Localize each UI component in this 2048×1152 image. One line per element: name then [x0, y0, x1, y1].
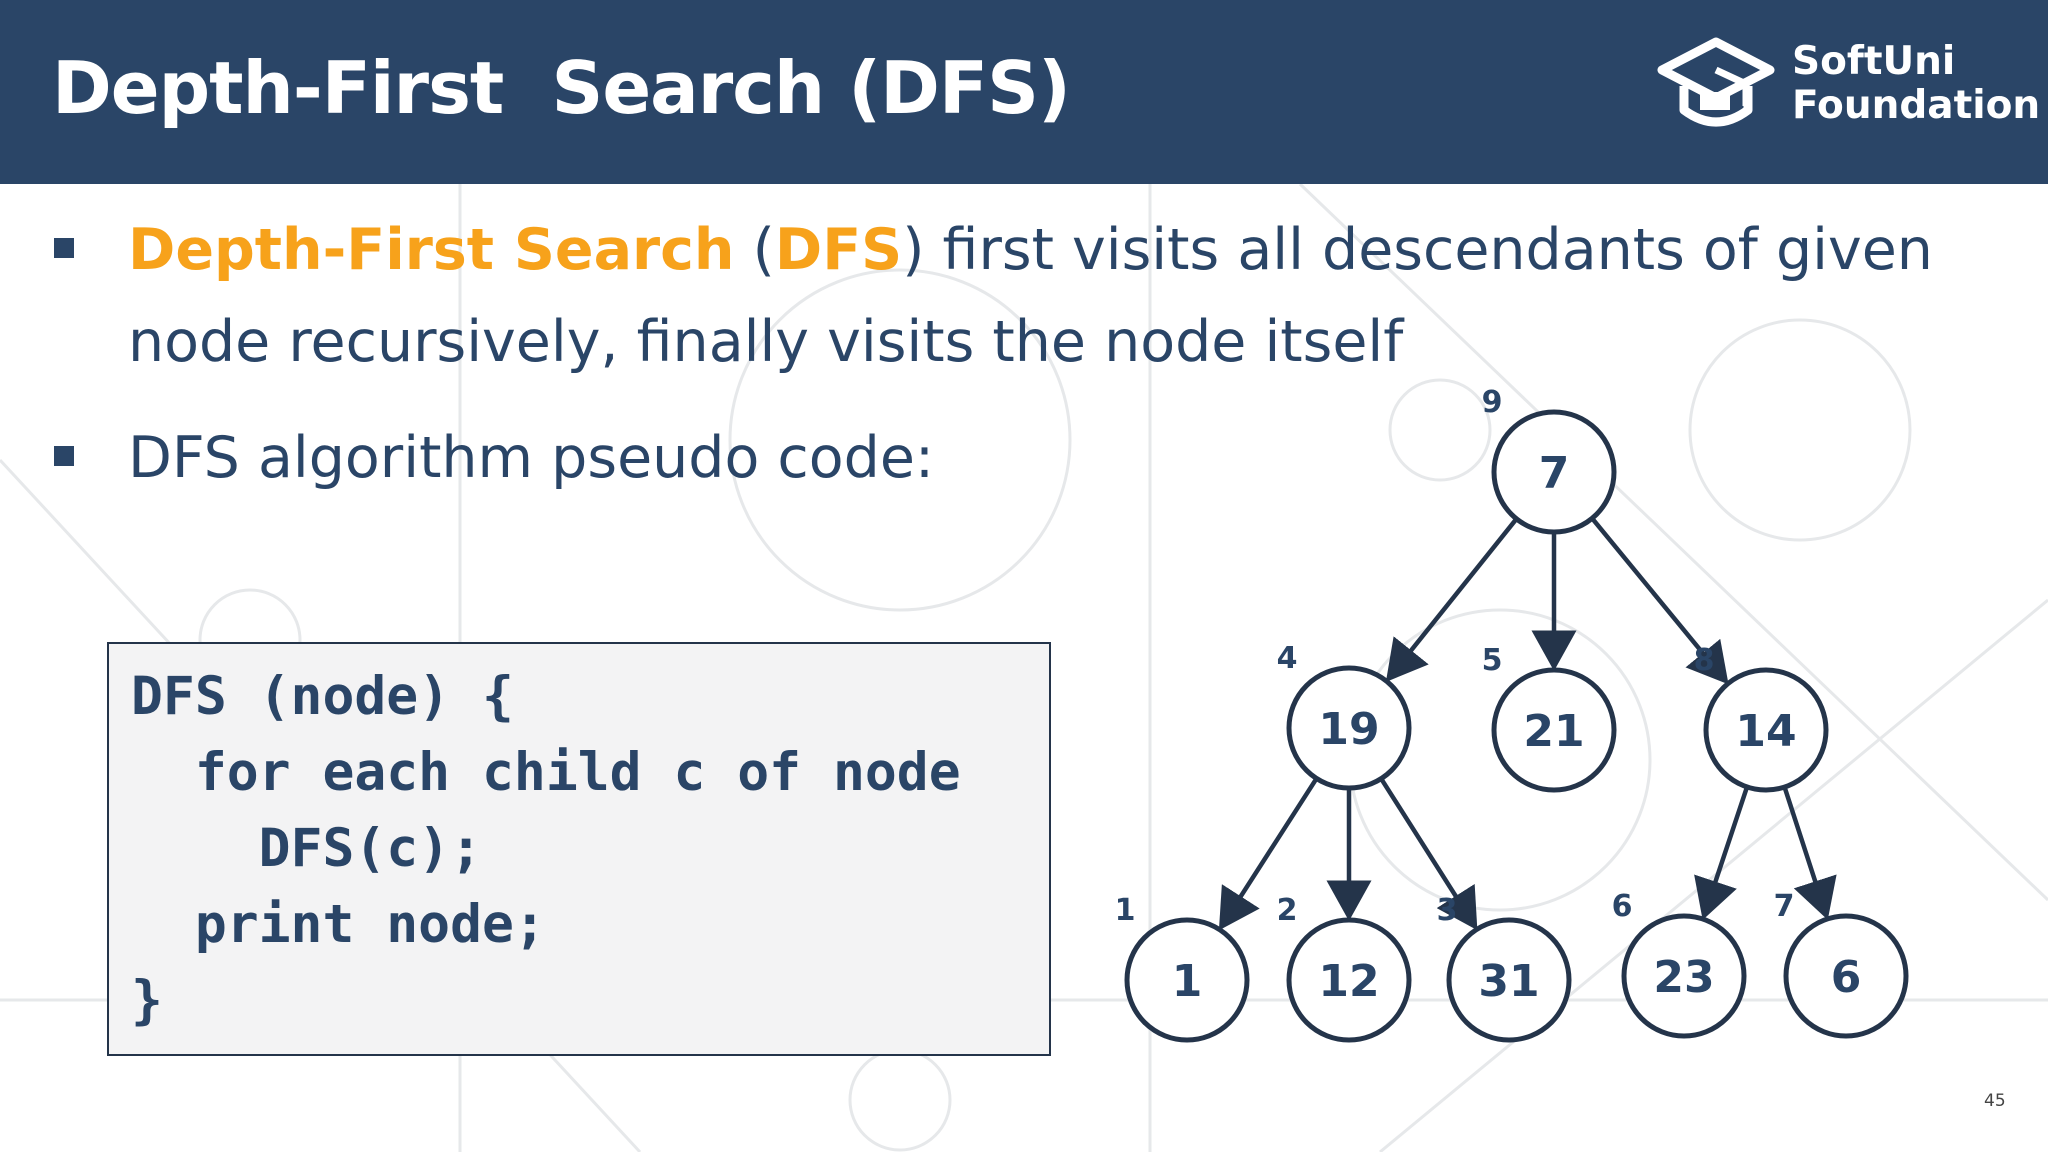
tree-node-visit-order: 7 [1774, 889, 1795, 924]
tree-node-label: 7 [1539, 448, 1570, 499]
tree-node-31: 31 3 [1437, 893, 1572, 1043]
code-line-2: for each child c of node [131, 742, 961, 803]
tree-node-1: 11 [1115, 893, 1250, 1043]
tree-edge-n14-n6 [1782, 786, 1837, 920]
tree-edge-n14-n23 [1694, 786, 1750, 921]
tree-node-visit-order: 4 [1277, 641, 1298, 676]
tree-node-circle [1783, 913, 1909, 1039]
logo-text: SoftUni Foundation [1792, 40, 2040, 128]
tree-node-visit-order: 9 [1482, 385, 1503, 420]
tree-node-label: 6 [1831, 952, 1862, 1003]
tree-node-visit-order: 5 [1482, 643, 1503, 678]
bullet-2: DFS algorithm pseudo code: [128, 425, 935, 491]
tree-node-visit-order: 8 [1694, 643, 1715, 678]
tree-node-label: 21 [1523, 706, 1584, 757]
tree-node-circle [1703, 667, 1829, 793]
tree-node-label: 12 [1318, 956, 1379, 1007]
code-line-4: print node; [131, 894, 546, 955]
tree-node-label: 23 [1653, 952, 1714, 1003]
bullet-1-line-2: node recursively, finally visits the nod… [128, 309, 1404, 375]
tree-node-14: 14 8 [1694, 643, 1829, 793]
tree-node-visit-order: 3 [1437, 893, 1458, 928]
tree-node-12: 12 2 [1277, 893, 1412, 1043]
tree-node-19: 19 4 [1277, 641, 1412, 791]
tree-edge-n7-n14 [1590, 516, 1729, 685]
tree-edge-n19-n31 [1379, 777, 1478, 931]
tree-node-label: 14 [1735, 706, 1796, 757]
slide-content: Depth-First Search (DFS) first visits al… [0, 184, 2048, 1152]
tree-node-circle [1491, 667, 1617, 793]
tree-edge-n19-n1 [1218, 777, 1319, 931]
tree-node-visit-order: 1 [1115, 893, 1136, 928]
tree-node-circle [1286, 665, 1412, 791]
bullet-marker-1 [54, 238, 74, 258]
code-line-1: DFS (node) { [131, 666, 514, 727]
bullet-marker-2 [54, 446, 74, 466]
tree-node-21: 21 5 [1482, 643, 1617, 793]
paren-open: ( [734, 217, 775, 283]
tree-node-visit-order: 6 [1612, 889, 1633, 924]
softuni-logo: SoftUni Foundation [1656, 34, 2040, 144]
pseudo-code-box: DFS (node) { for each child c of node DF… [107, 642, 1051, 1056]
tree-node-23: 23 6 [1612, 889, 1747, 1039]
tree-node-circle [1621, 913, 1747, 1039]
tree-node-circle [1446, 917, 1572, 1043]
slide-header: Depth-First Search (DFS) SoftUni Foundat… [0, 0, 2048, 184]
logo-line-1: SoftUni [1792, 39, 1956, 84]
tree-node-circle [1491, 409, 1617, 535]
tree-edge-n7-n19 [1385, 517, 1519, 682]
slide-title: Depth-First Search (DFS) [52, 46, 1071, 130]
tree-node-6: 67 [1774, 889, 1909, 1039]
tree-node-circle [1124, 917, 1250, 1043]
bullet-1-rest: ) first visits all descendants of given [902, 217, 1933, 283]
code-line-5: } [131, 970, 163, 1031]
tree-node-label: 31 [1478, 956, 1539, 1007]
tree-node-7: 79 [1482, 385, 1617, 535]
graduation-cap-icon [1657, 37, 1775, 127]
bullet-1-line-1: Depth-First Search (DFS) first visits al… [128, 204, 1933, 296]
tree-node-visit-order: 2 [1277, 893, 1298, 928]
bullet-1: Depth-First Search (DFS) first visits al… [128, 204, 1933, 388]
code-line-3: DFS(c); [131, 818, 482, 879]
page-number: 45 [1984, 1091, 2006, 1111]
highlight-depth-first-search: Depth-First Search [128, 217, 735, 283]
tree-node-label: 1 [1172, 956, 1203, 1007]
logo-line-2: Foundation [1792, 83, 2041, 128]
tree-node-label: 19 [1318, 704, 1379, 755]
tree-node-circle [1286, 917, 1412, 1043]
highlight-dfs: DFS [774, 217, 903, 283]
